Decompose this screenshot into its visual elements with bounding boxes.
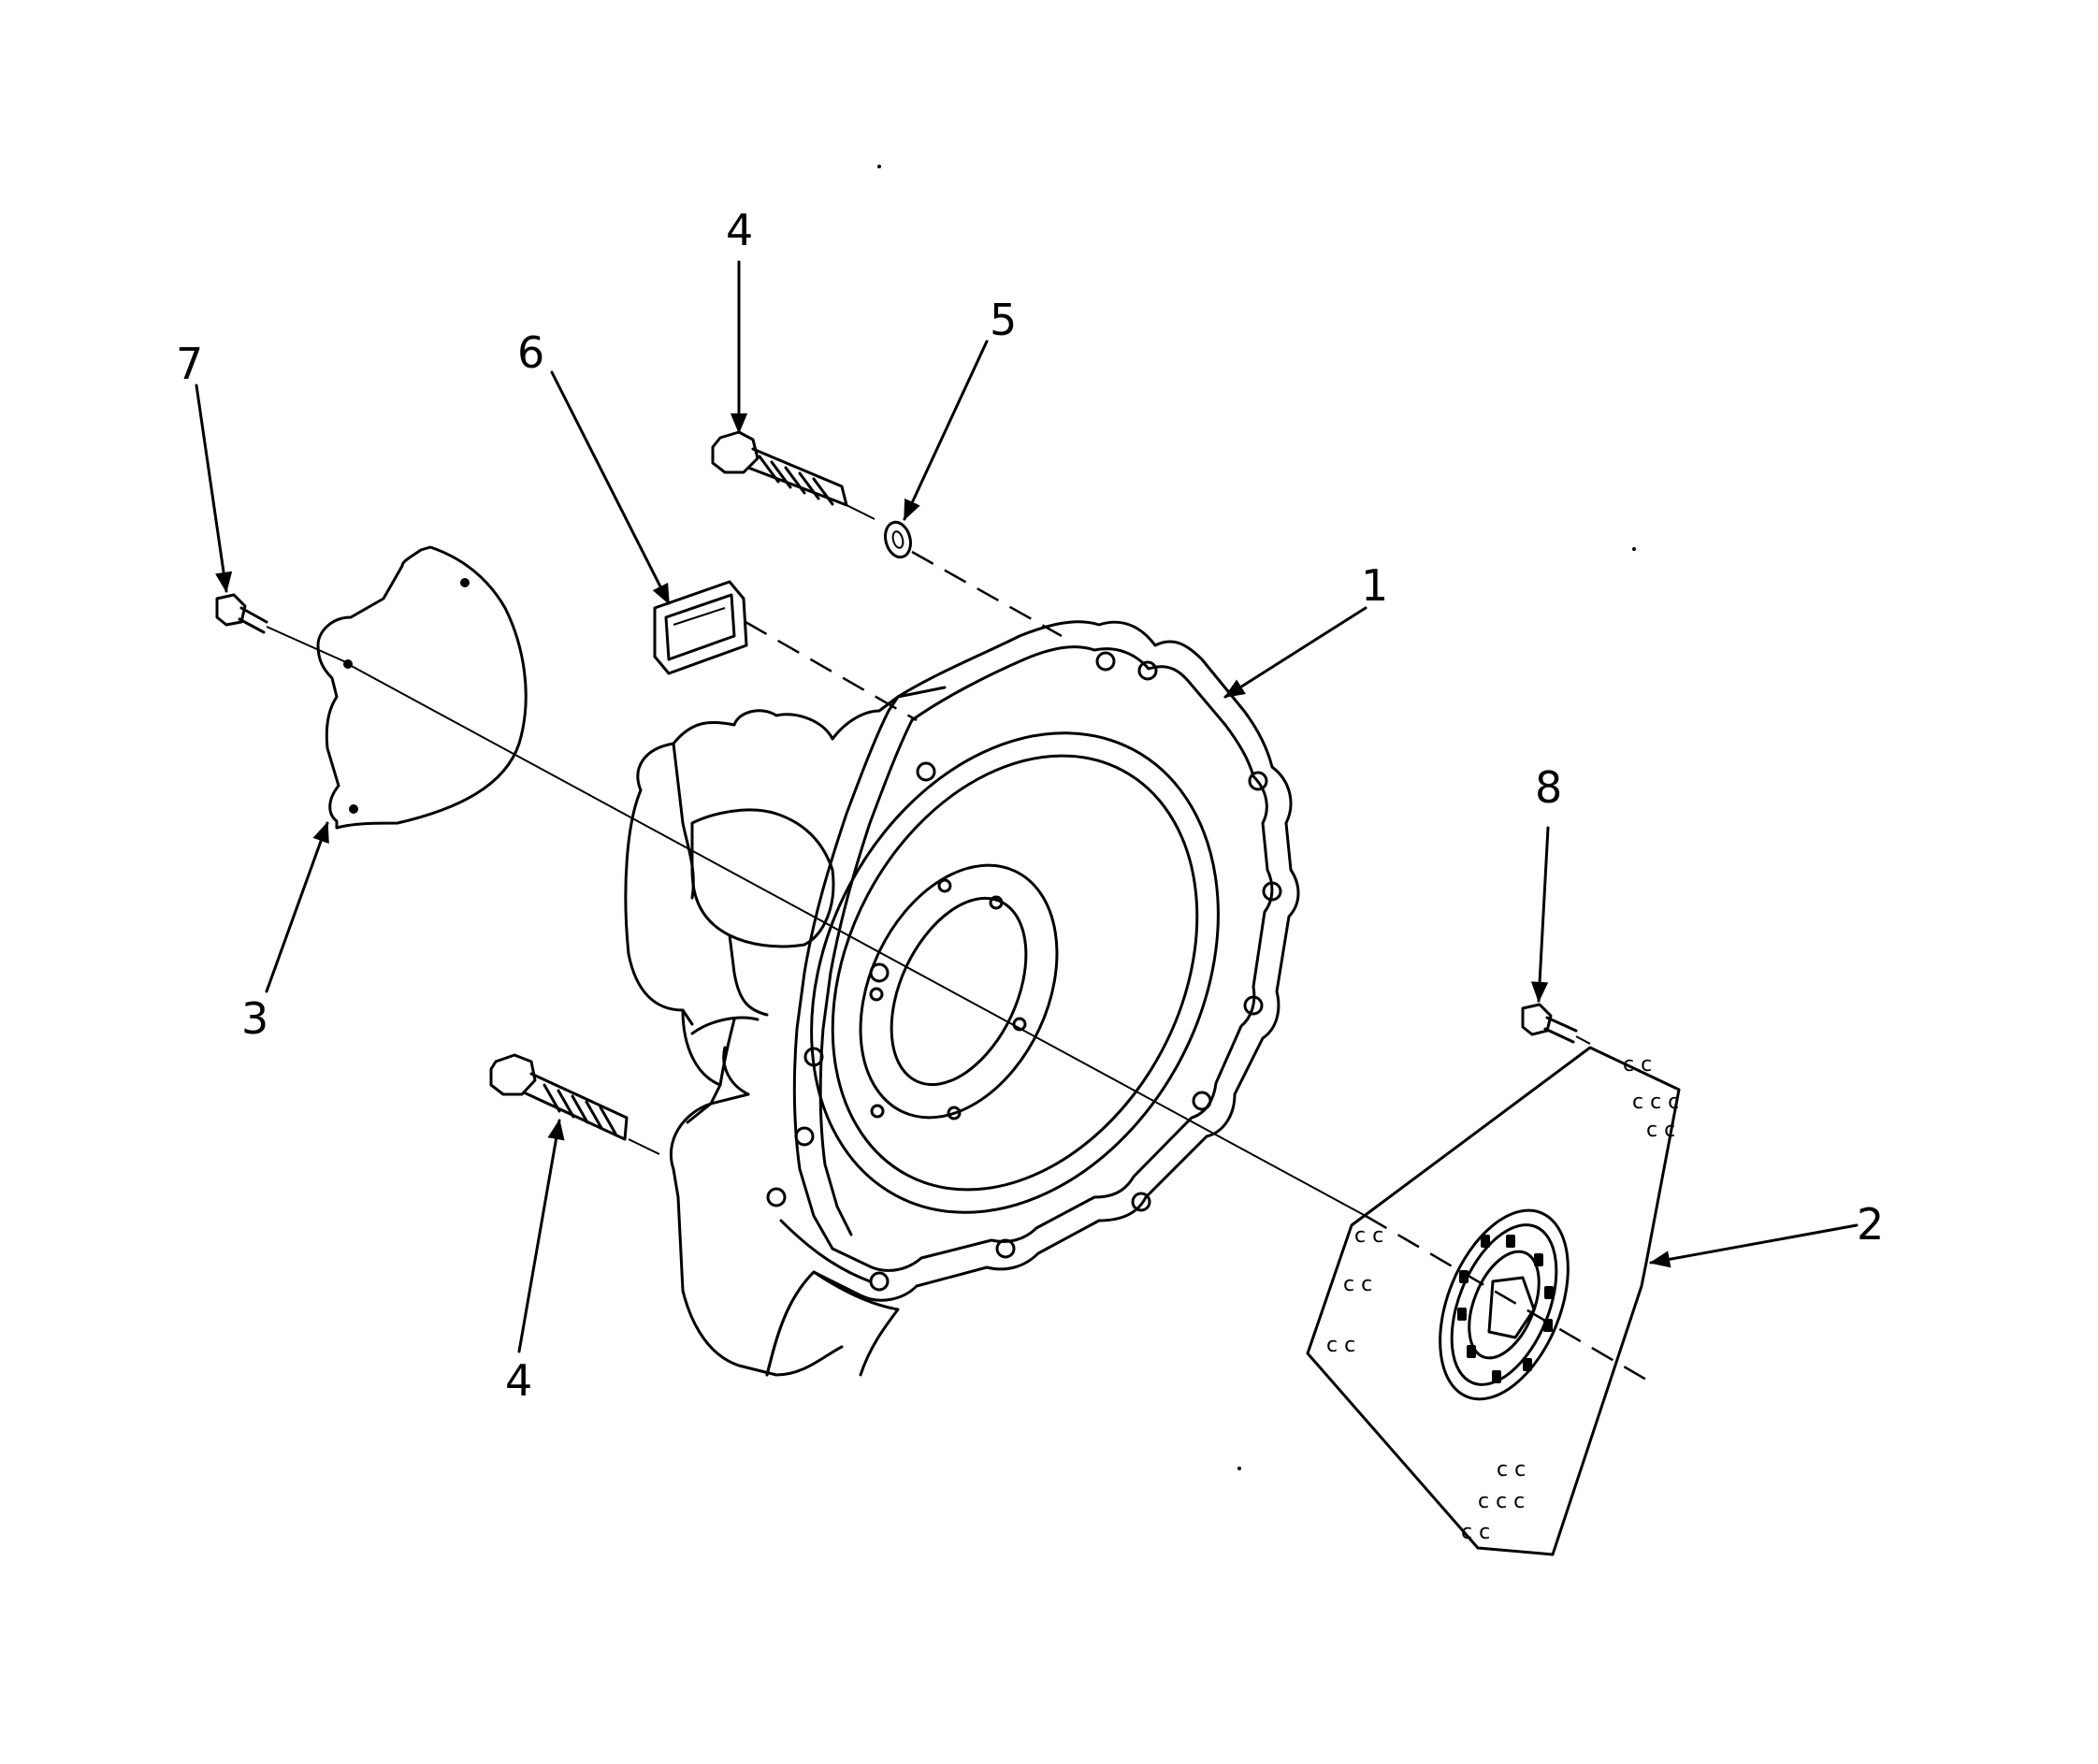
flywheel-housing (624, 620, 1300, 1377)
callout-4-bottom: 4 (505, 1355, 532, 1406)
callout-4-top: 4 (726, 205, 753, 255)
svg-text:c c: c c (1646, 1119, 1675, 1142)
callout-8: 8 (1535, 762, 1562, 813)
svg-text:c c: c c (1326, 1334, 1355, 1357)
screw-item-8 (1521, 1003, 1578, 1044)
leader-arrows (195, 260, 1859, 1353)
callout-labels: 1 2 3 4 4 5 6 7 8 (176, 205, 1884, 1406)
lock-washer (884, 520, 912, 559)
svg-text:c c: c c (1461, 1521, 1490, 1544)
svg-text:c c c: c c c (1632, 1091, 1679, 1114)
bolt-bottom (489, 1053, 629, 1141)
screw-item-7 (215, 593, 268, 634)
drive-plate: c c c c c c c c c c c c c c c c c c c c (1306, 1046, 1681, 1556)
bolt-top (711, 430, 848, 507)
assembly-lines (266, 504, 1647, 1381)
damper-springs (1457, 1235, 1554, 1383)
cover-plate (316, 545, 528, 830)
callout-1: 1 (1361, 560, 1388, 611)
inspection-plug (653, 580, 748, 675)
svg-text:c c: c c (1497, 1458, 1526, 1482)
callout-2: 2 (1857, 1199, 1884, 1250)
callout-6: 6 (517, 327, 544, 378)
svg-text:c c: c c (1623, 1053, 1652, 1077)
svg-text:c c c: c c c (1478, 1490, 1525, 1513)
svg-text:c c: c c (1343, 1273, 1372, 1296)
drive-plate-bolt-holes: c c c c c c c c c c c c c c c c c c c c (1326, 1053, 1679, 1544)
callout-5: 5 (990, 295, 1017, 345)
callout-7: 7 (176, 339, 203, 389)
callout-3: 3 (241, 993, 268, 1044)
svg-text:c c: c c (1354, 1224, 1383, 1248)
